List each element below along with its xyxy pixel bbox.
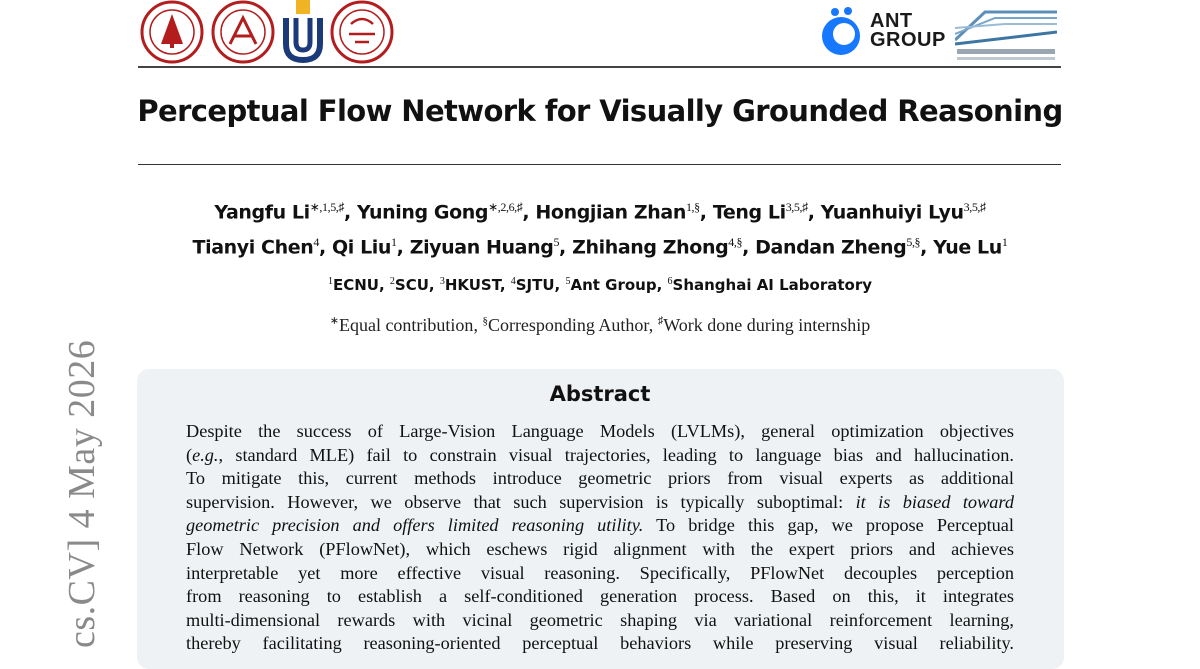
note-symbol: ♯ xyxy=(657,315,664,327)
abstract-text: , standard MLE) fail to constrain visual… xyxy=(218,444,1015,465)
abstract-line: thereby facilitating reasoning-oriented … xyxy=(186,632,1014,656)
affiliation-name: Ant Group xyxy=(570,276,657,294)
abstract-heading: Abstract xyxy=(549,382,651,406)
author-name: Dandan Zheng xyxy=(755,236,907,259)
author-superscript: 3,5,♯ xyxy=(963,200,986,214)
header-rule xyxy=(138,66,1061,68)
note-symbol: ∗ xyxy=(329,315,339,327)
author-superscript: 1 xyxy=(1001,235,1008,249)
abstract-line: To mitigate this, current methods introd… xyxy=(186,467,1014,491)
authors-line-1: Yangfu Li∗,1,5,♯, Yuning Gong∗,2,6,♯, Ho… xyxy=(214,200,986,224)
author-superscript: 5,§ xyxy=(906,235,921,249)
author-name: Hongjian Zhan xyxy=(535,201,686,224)
author-superscript: 4,§ xyxy=(728,235,743,249)
affiliation-number: 1 xyxy=(327,276,333,287)
affiliation-number: 2 xyxy=(389,276,395,287)
affiliation-name: Shanghai AI Laboratory xyxy=(672,276,873,294)
affiliation-name: SCU xyxy=(394,276,429,294)
abstract-text: To bridge this gap, we propose Perceptua… xyxy=(643,515,1014,536)
abstract-text: from reasoning to establish a self-condi… xyxy=(186,586,1014,607)
note-symbol: § xyxy=(482,315,488,327)
affiliation-name: SJTU xyxy=(515,276,555,294)
author-name: Ziyuan Huang xyxy=(409,236,554,259)
author-name: Yangfu Li xyxy=(214,201,310,224)
abstract-text: multi-dimensional rewards with vicinal g… xyxy=(186,609,1014,630)
shanghai-ai-lab-logo-icon xyxy=(953,6,1058,62)
affiliation-number: 4 xyxy=(510,276,516,287)
affiliations: 1ECNU, 2SCU, 3HKUST, 4SJTU, 5Ant Group, … xyxy=(327,276,873,294)
abstract-line: (e.g., standard MLE) fail to constrain v… xyxy=(186,444,1014,468)
affiliation-name: HKUST xyxy=(444,276,500,294)
abstract-line: multi-dimensional rewards with vicinal g… xyxy=(186,609,1014,633)
authors-line-2: Tianyi Chen4, Qi Liu1, Ziyuan Huang5, Zh… xyxy=(192,235,1008,259)
author-superscript: 3,5,♯ xyxy=(785,200,808,214)
paper-title: Perceptual Flow Network for Visually Gro… xyxy=(137,94,1063,128)
note-text: Work done during internship xyxy=(663,315,871,335)
abstract-italic-text: e.g. xyxy=(192,444,219,465)
author-superscript: ∗,2,6,♯ xyxy=(488,200,523,214)
abstract-line: geometric precision and offers limited r… xyxy=(186,514,1014,538)
affiliation-name: ECNU xyxy=(332,276,379,294)
author-notes: ∗Equal contribution, §Corresponding Auth… xyxy=(329,315,871,335)
abstract-line: from reasoning to establish a self-condi… xyxy=(186,585,1014,609)
author-name: Teng Li xyxy=(712,201,786,224)
ant-group-logo: ANT GROUP xyxy=(820,6,946,56)
abstract-text: supervision. However, we observe that su… xyxy=(186,491,856,512)
author-superscript: ∗,1,5,♯ xyxy=(309,200,345,214)
sjtu-seal-icon xyxy=(329,0,395,69)
abstract-text: Despite the success of Large-Vision Lang… xyxy=(186,421,1014,441)
author-superscript: 1 xyxy=(391,235,397,249)
title-rule xyxy=(138,164,1061,165)
note-text: Corresponding Author xyxy=(487,315,649,335)
ant-group-mark-icon xyxy=(822,7,860,55)
abstract-text: ( xyxy=(186,444,193,465)
author-name: Qi Liu xyxy=(332,236,392,259)
abstract-box xyxy=(137,369,1064,669)
abstract-line: interpretable yet more effective visual … xyxy=(186,562,1014,586)
author-superscript: 5 xyxy=(553,235,560,249)
author-superscript: 4 xyxy=(313,235,319,249)
affiliation-number: 6 xyxy=(667,276,673,287)
abstract-body: Despite the success of Large-Vision Lang… xyxy=(186,420,1014,656)
abstract-line: Flow Network (PFlowNet), which eschews r… xyxy=(186,538,1014,562)
affiliation-number: 3 xyxy=(439,276,445,287)
hkust-logo-icon xyxy=(282,0,324,69)
author-name: Yuning Gong xyxy=(357,201,489,224)
note-text: Equal contribution xyxy=(338,315,474,335)
affiliation-number: 5 xyxy=(565,276,571,287)
author-name: Zhihang Zhong xyxy=(572,236,729,259)
ecnu-seal-icon xyxy=(139,0,205,69)
ant-logo-text-1: ANT xyxy=(870,10,913,32)
author-name: Yue Lu xyxy=(933,236,1002,259)
author-superscript: 1,§ xyxy=(685,200,700,214)
abstract-text: interpretable yet more effective visual … xyxy=(186,562,1014,583)
author-name: Tianyi Chen xyxy=(192,236,314,259)
abstract-text: Flow Network (PFlowNet), which eschews r… xyxy=(186,538,1014,559)
ant-logo-text-2: GROUP xyxy=(870,29,946,51)
author-name: Yuanhuiyi Lyu xyxy=(820,201,964,224)
scu-seal-icon xyxy=(210,0,276,69)
abstract-text: To mitigate this, current methods introd… xyxy=(186,468,1014,489)
abstract-line: Despite the success of Large-Vision Lang… xyxy=(186,420,1014,444)
abstract-text: thereby facilitating reasoning-oriented … xyxy=(186,633,1014,654)
abstract-italic-text: geometric precision and offers limited r… xyxy=(186,515,644,536)
abstract-italic-text: it is biased toward xyxy=(855,491,1014,512)
abstract-line: supervision. However, we observe that su… xyxy=(186,491,1014,515)
